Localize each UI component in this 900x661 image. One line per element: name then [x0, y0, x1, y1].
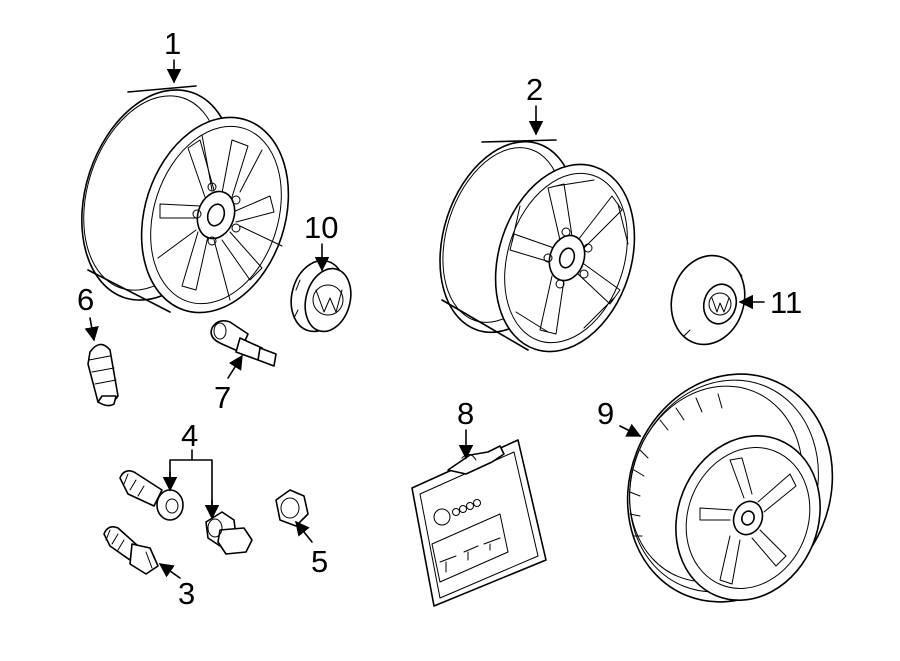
- hub-cap-icon: [670, 254, 746, 346]
- callout-11: 11: [770, 285, 802, 320]
- callout-7: 7: [214, 380, 231, 415]
- lock-bolt-icon: [119, 470, 184, 521]
- callout-10: 10: [304, 210, 338, 245]
- alloy-wheel-icon: [81, 85, 290, 314]
- lock-bolt-icon: [205, 511, 253, 555]
- tire-wheel-assembly-icon: [626, 373, 834, 603]
- wheel-lock-kit-package-icon: [411, 439, 547, 607]
- callout-9: 9: [597, 396, 614, 431]
- callout-2: 2: [526, 72, 543, 107]
- callout-8: 8: [457, 396, 474, 431]
- tpms-valve-icon: [210, 320, 277, 367]
- callout-6: 6: [77, 282, 94, 317]
- callout-numbers: 1 2 3 4 5 6 7 8 9 10 11: [77, 26, 802, 611]
- callout-3: 3: [178, 576, 195, 611]
- alloy-wheel-icon: [439, 139, 636, 353]
- callout-4: 4: [181, 418, 198, 453]
- center-cap-icon: [290, 259, 352, 333]
- valve-stem-icon: [87, 343, 119, 407]
- lug-nut-icon: [275, 489, 309, 527]
- callout-leaders: [84, 59, 765, 579]
- callout-1: 1: [164, 26, 181, 61]
- callout-5: 5: [311, 544, 328, 579]
- wheel-bolt-icon: [103, 526, 159, 575]
